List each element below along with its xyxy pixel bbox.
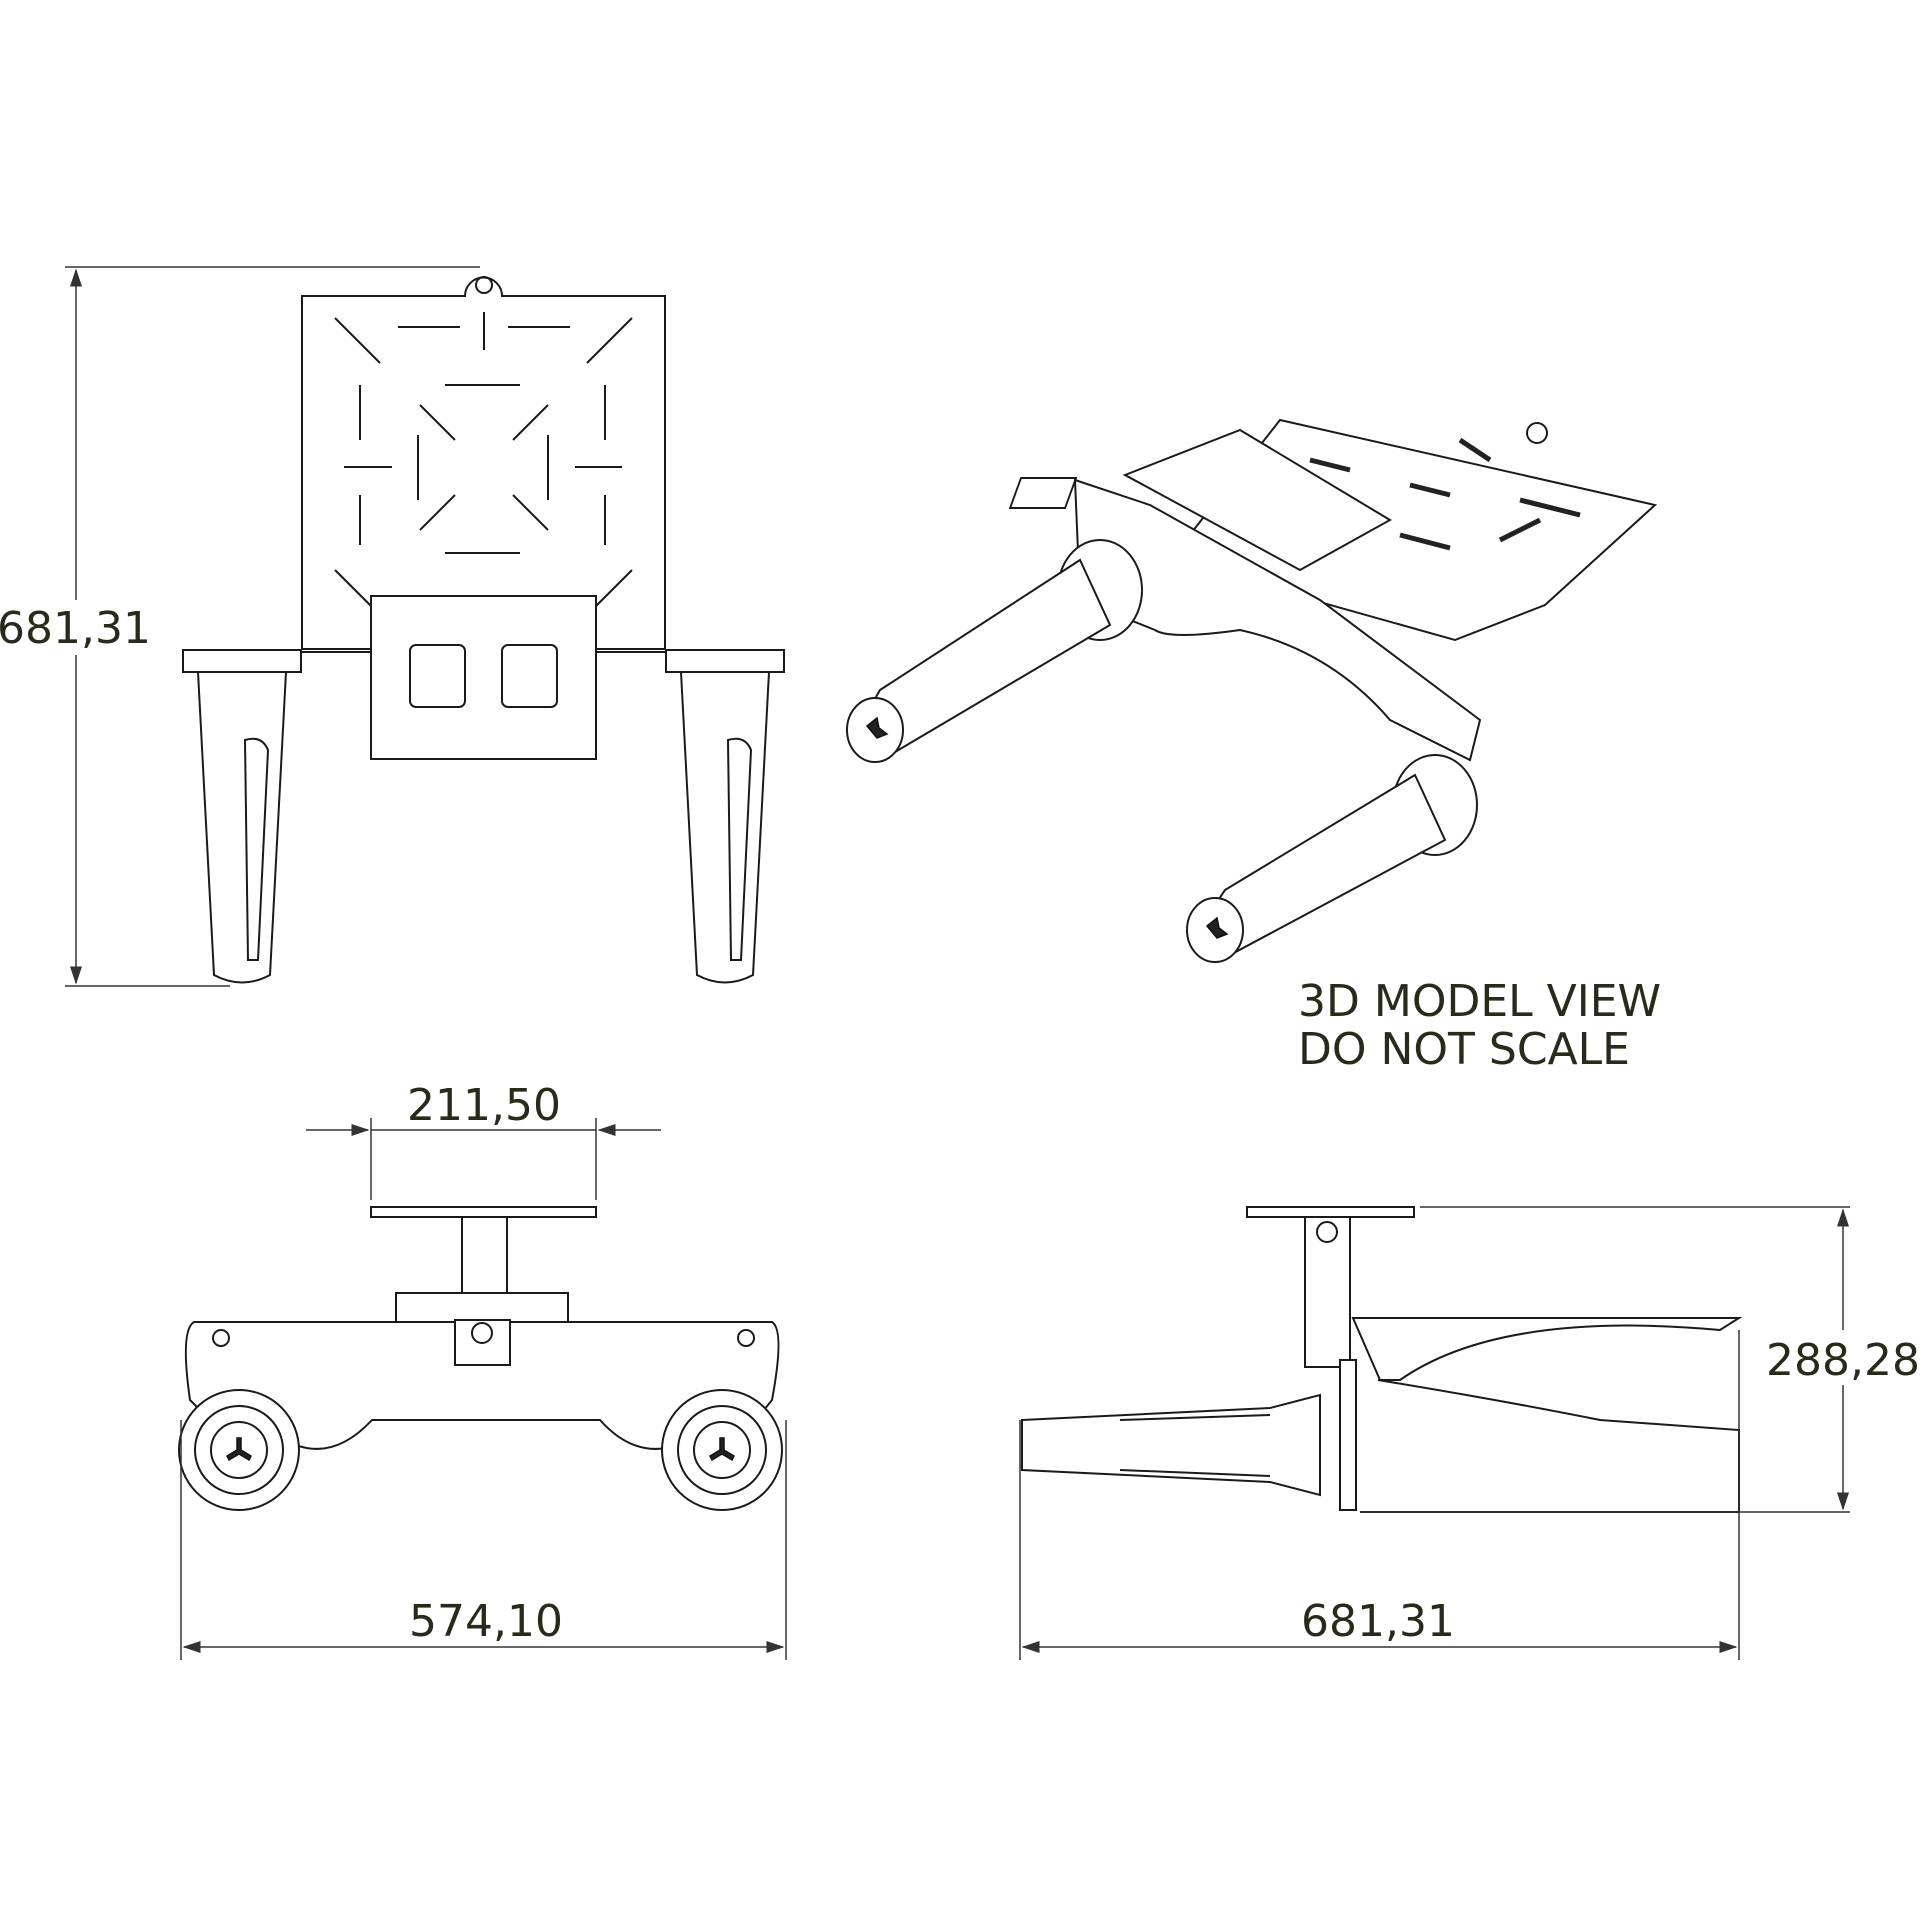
model-view-note-line1: 3D MODEL VIEW [1298,976,1661,1027]
side-depth-dimension-label: 681,31 [1301,1596,1455,1647]
right-handle [665,649,785,984]
iso-bracket-top [1122,428,1392,572]
overall-width-dimension-label: 574,10 [409,1596,563,1647]
model-view-note-line2: DO NOT SCALE [1298,1024,1630,1075]
side-handle [1021,1393,1321,1497]
plate-slots [334,312,633,616]
side-plate [1351,1317,1743,1381]
side-view: 288,28 681,31 [1019,1206,1920,1660]
side-top-plate [1246,1206,1415,1218]
lower-bracket-plate [370,595,597,760]
plate-width-dimension-label: 211,50 [407,1080,561,1131]
side-column [1304,1216,1351,1368]
iso-frame [1073,478,1482,762]
front-wheel-left [178,1389,300,1511]
hang-hole [475,276,493,294]
left-handle [182,649,302,984]
top-view: 681,31 [0,266,785,987]
3d-model-view: 3D MODEL VIEW DO NOT SCALE [846,418,1661,1075]
iso-handle-left [846,539,1143,763]
front-view: 211,50 574,10 [178,1080,787,1660]
front-wheel-right [661,1389,783,1511]
side-flange [1339,1359,1357,1511]
iso-handle-right [1186,754,1478,963]
bracket-window-right [501,644,558,708]
side-height-dimension-label: 288,28 [1766,1335,1920,1386]
height-dimension-label: 681,31 [0,603,151,654]
bracket-window-left [409,644,466,708]
front-top-plate [370,1206,597,1218]
